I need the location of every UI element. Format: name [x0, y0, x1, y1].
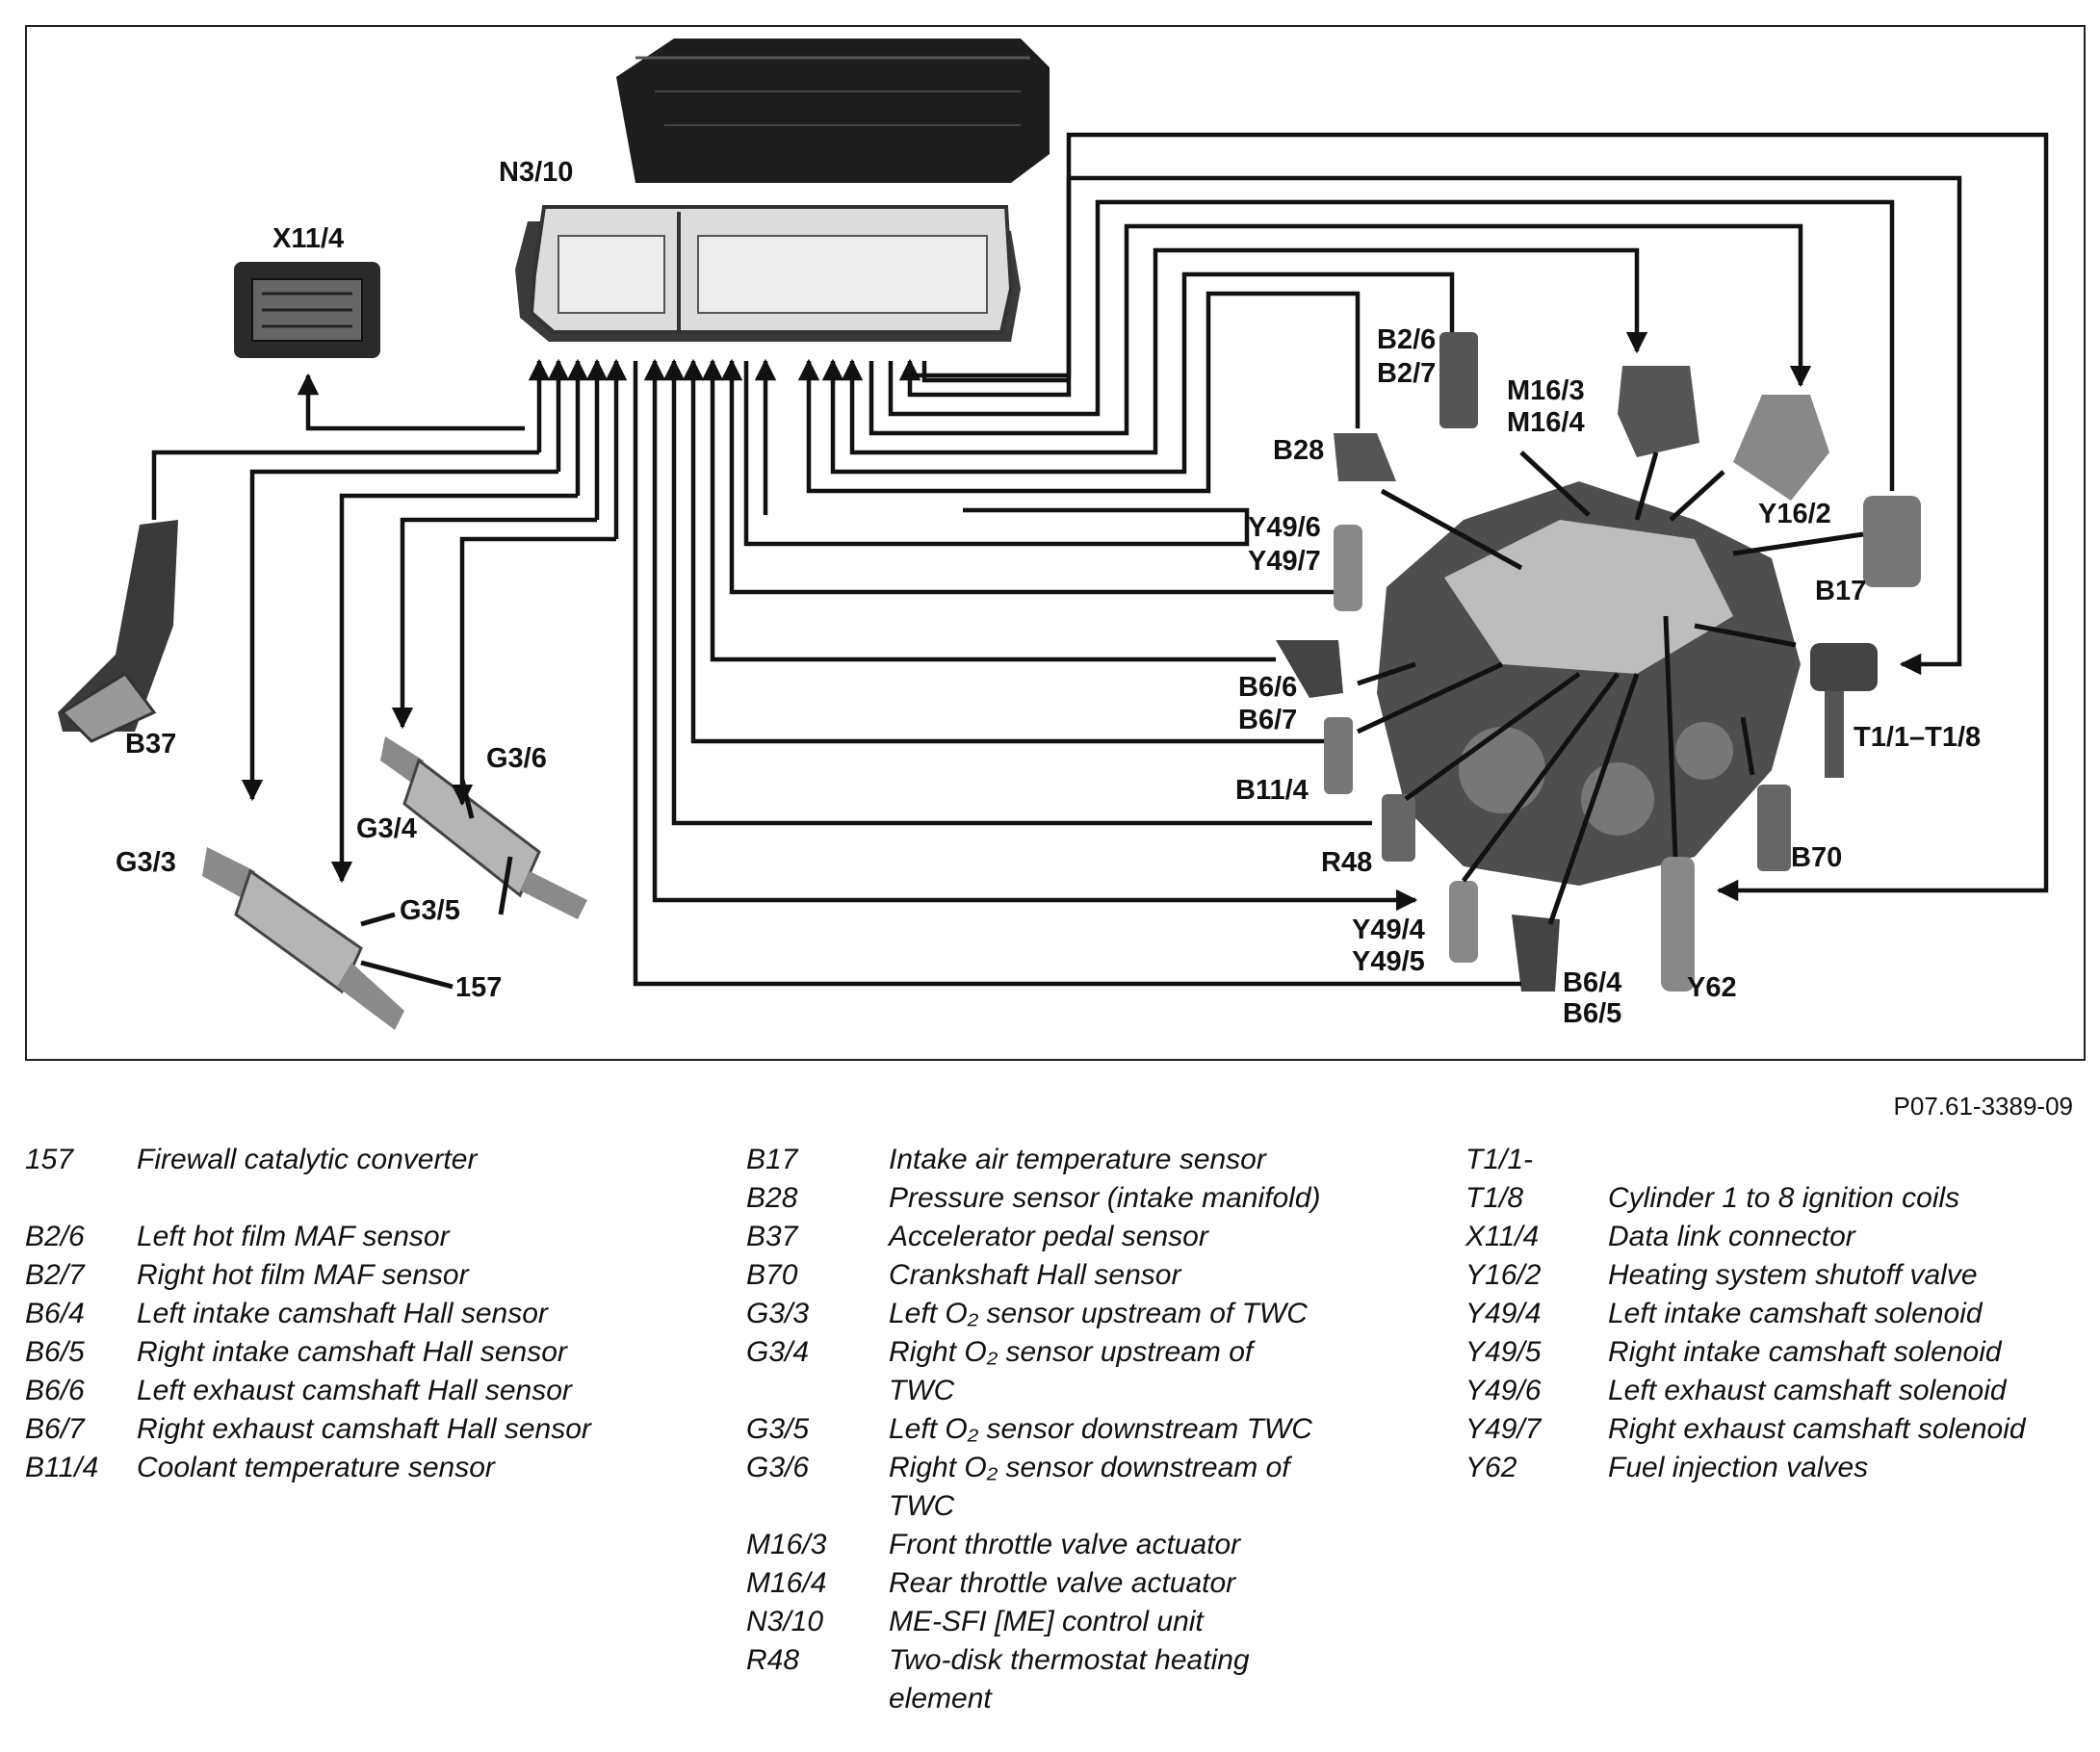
label-r48: R48 — [1321, 847, 1372, 878]
component-y16-2 — [1733, 395, 1829, 501]
label-g3-6: G3/6 — [486, 743, 547, 774]
label-x11-4: X11/4 — [272, 223, 344, 254]
label-b6-5: B6/5 — [1563, 998, 1621, 1029]
catalytic-converters — [202, 736, 587, 1030]
label-b37: B37 — [125, 729, 176, 760]
label-b17: B17 — [1815, 576, 1866, 606]
label-n3-10: N3/10 — [499, 157, 573, 188]
component-b70 — [1757, 785, 1791, 871]
label-g3-5: G3/5 — [400, 895, 460, 926]
label-y49-6: Y49/6 — [1248, 512, 1321, 543]
component-m16 — [1618, 366, 1699, 457]
figure-reference: P07.61-3389-09 — [1893, 1092, 2073, 1121]
label-157: 157 — [455, 972, 502, 1003]
label-m16-3: M16/3 — [1507, 375, 1585, 406]
label-b28: B28 — [1273, 435, 1324, 466]
component-y62 — [1661, 857, 1695, 992]
label-y16-2: Y16/2 — [1758, 499, 1831, 529]
component-t1 — [1810, 643, 1878, 778]
label-m16-4: M16/4 — [1507, 407, 1585, 438]
accelerator-pedal-b37 — [58, 520, 178, 743]
label-g3-3: G3/3 — [116, 847, 176, 878]
label-b70: B70 — [1791, 842, 1842, 873]
component-b28 — [1334, 433, 1396, 481]
wiring — [151, 132, 2049, 987]
engine-block — [1377, 481, 1801, 886]
label-b6-4: B6/4 — [1563, 967, 1621, 998]
leader-lines — [360, 451, 1864, 990]
component-b6-4-5 — [1512, 915, 1560, 992]
control-unit-n3-10 — [515, 39, 1050, 342]
label-b2-6: B2/6 — [1377, 324, 1436, 355]
component-y49-4-5 — [1449, 881, 1478, 963]
component-y49-6-7 — [1334, 525, 1362, 611]
label-b2-7: B2/7 — [1377, 358, 1436, 389]
component-r48 — [1382, 794, 1415, 862]
data-link-connector-x11-4 — [234, 262, 380, 358]
label-g3-4: G3/4 — [356, 813, 417, 844]
component-b2-6-7 — [1439, 332, 1478, 428]
wiring-diagram: N3/10 X11/4 B2/6 B2/7 M16/3 M16/4 B28 Y1… — [58, 39, 2049, 1030]
label-y49-4: Y49/4 — [1352, 915, 1425, 945]
label-y62: Y62 — [1687, 972, 1737, 1003]
component-b11-4 — [1324, 717, 1353, 794]
component-b17 — [1863, 496, 1921, 587]
label-b6-7: B6/7 — [1238, 705, 1297, 735]
label-b11-4: B11/4 — [1235, 775, 1309, 806]
label-y49-5: Y49/5 — [1352, 946, 1425, 977]
label-t1: T1/1–T1/8 — [1854, 722, 1981, 753]
label-b6-6: B6/6 — [1238, 672, 1297, 703]
label-y49-7: Y49/7 — [1248, 546, 1321, 577]
